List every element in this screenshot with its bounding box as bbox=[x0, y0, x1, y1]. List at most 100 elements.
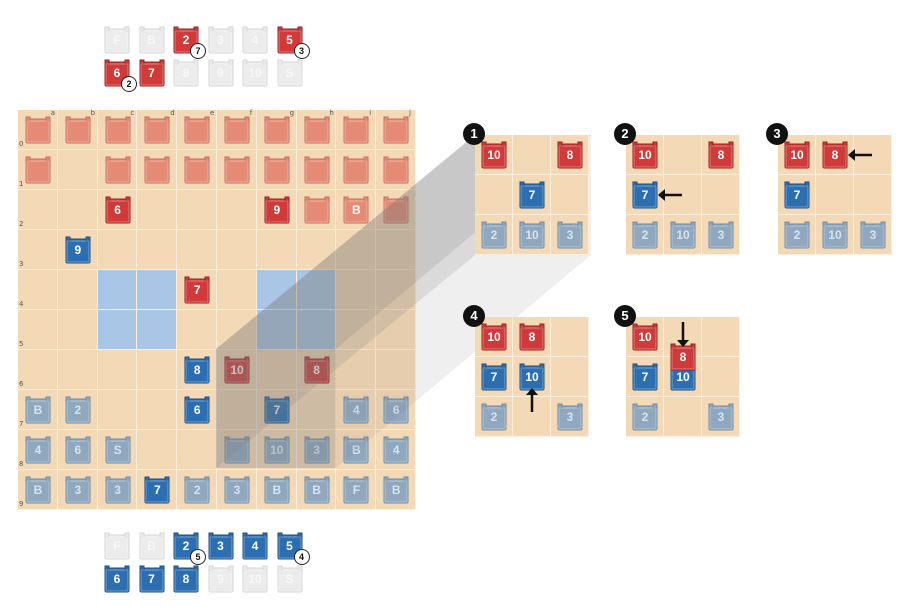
blue-piece-hidden[interactable] bbox=[222, 435, 252, 465]
board-square[interactable] bbox=[217, 190, 257, 230]
lake-square[interactable] bbox=[256, 310, 297, 350]
board-square[interactable] bbox=[137, 350, 178, 390]
blue-piece-4[interactable]: 4 bbox=[381, 435, 411, 465]
board-square[interactable] bbox=[336, 230, 377, 270]
red-piece-hidden[interactable] bbox=[103, 155, 133, 185]
red-piece-hidden[interactable] bbox=[142, 155, 172, 185]
blue-piece-captured-B[interactable]: B bbox=[137, 531, 167, 561]
blue-piece-F[interactable]: F bbox=[341, 475, 371, 505]
red-piece-10[interactable]: 10 bbox=[630, 322, 660, 352]
blue-piece-B[interactable]: B bbox=[23, 475, 53, 505]
lake-square[interactable] bbox=[256, 270, 297, 310]
blue-piece-10[interactable]: 10 bbox=[517, 220, 547, 250]
board-square[interactable] bbox=[97, 350, 138, 390]
board-square[interactable] bbox=[57, 310, 98, 350]
board-square[interactable] bbox=[376, 230, 416, 270]
blue-piece-2[interactable]: 2 bbox=[782, 220, 812, 250]
red-piece-hidden[interactable] bbox=[381, 115, 411, 145]
red-piece-captured-4[interactable]: 4 bbox=[240, 25, 270, 55]
board-square[interactable] bbox=[336, 270, 377, 310]
board-square[interactable] bbox=[137, 430, 178, 470]
board-square[interactable] bbox=[376, 270, 416, 310]
red-piece-hidden[interactable] bbox=[262, 155, 292, 185]
board-square[interactable] bbox=[18, 190, 58, 230]
blue-piece-2[interactable]: 2 bbox=[630, 220, 660, 250]
blue-piece-captured-3[interactable]: 3 bbox=[206, 531, 236, 561]
blue-piece-B[interactable]: B bbox=[381, 475, 411, 505]
board-square[interactable] bbox=[18, 230, 58, 270]
blue-piece-3[interactable]: 3 bbox=[706, 220, 736, 250]
blue-piece-6[interactable]: 6 bbox=[63, 435, 93, 465]
red-piece-captured-8[interactable]: 8 bbox=[171, 58, 201, 88]
blue-piece-9[interactable]: 9 bbox=[63, 235, 93, 265]
red-piece-captured-10[interactable]: 10 bbox=[240, 58, 270, 88]
board-square[interactable] bbox=[97, 390, 138, 430]
board-square[interactable] bbox=[57, 190, 98, 230]
board-square[interactable] bbox=[137, 190, 178, 230]
red-piece-hidden[interactable] bbox=[302, 195, 332, 225]
lake-square[interactable] bbox=[137, 270, 178, 310]
board-square[interactable] bbox=[217, 390, 257, 430]
blue-piece-6[interactable]: 6 bbox=[182, 395, 212, 425]
board-square[interactable] bbox=[18, 310, 58, 350]
red-piece-captured-3[interactable]: 3 bbox=[206, 25, 236, 55]
lake-square[interactable] bbox=[97, 270, 138, 310]
blue-piece-3[interactable]: 3 bbox=[555, 402, 585, 432]
red-piece-hidden[interactable] bbox=[341, 155, 371, 185]
red-piece-hidden[interactable] bbox=[142, 115, 172, 145]
lake-square[interactable] bbox=[137, 310, 178, 350]
blue-piece-3[interactable]: 3 bbox=[555, 220, 585, 250]
board-square[interactable] bbox=[177, 430, 217, 470]
red-piece-6[interactable]: 6 bbox=[103, 195, 133, 225]
red-piece-hidden[interactable] bbox=[302, 115, 332, 145]
blue-piece-captured-10[interactable]: 10 bbox=[240, 564, 270, 594]
board-square[interactable] bbox=[256, 230, 297, 270]
red-piece-10[interactable]: 10 bbox=[479, 140, 509, 170]
blue-piece-6[interactable]: 6 bbox=[381, 395, 411, 425]
board-square[interactable] bbox=[137, 230, 178, 270]
blue-piece-2[interactable]: 2 bbox=[479, 402, 509, 432]
lake-square[interactable] bbox=[97, 310, 138, 350]
red-piece-hidden[interactable] bbox=[63, 115, 93, 145]
board-square[interactable] bbox=[376, 350, 416, 390]
blue-piece-captured-F[interactable]: F bbox=[102, 531, 132, 561]
blue-piece-3[interactable]: 3 bbox=[302, 435, 332, 465]
board-square[interactable] bbox=[57, 350, 98, 390]
blue-piece-captured-9[interactable]: 9 bbox=[206, 564, 236, 594]
red-piece-7[interactable]: 7 bbox=[182, 275, 212, 305]
blue-piece-3[interactable]: 3 bbox=[858, 220, 888, 250]
blue-piece-captured-4[interactable]: 4 bbox=[240, 531, 270, 561]
board-square[interactable] bbox=[97, 230, 138, 270]
board-square[interactable] bbox=[57, 270, 98, 310]
red-piece-hidden[interactable] bbox=[23, 115, 53, 145]
board-square[interactable] bbox=[217, 230, 257, 270]
board-square[interactable] bbox=[57, 150, 98, 190]
blue-piece-2[interactable]: 2 bbox=[479, 220, 509, 250]
board-square[interactable] bbox=[217, 270, 257, 310]
blue-piece-B[interactable]: B bbox=[23, 395, 53, 425]
red-piece-hidden[interactable] bbox=[23, 155, 53, 185]
red-piece-B[interactable]: B bbox=[341, 195, 371, 225]
red-piece-10[interactable]: 10 bbox=[630, 140, 660, 170]
red-piece-captured-9[interactable]: 9 bbox=[206, 58, 236, 88]
red-piece-captured-F[interactable]: F bbox=[102, 25, 132, 55]
board-square[interactable] bbox=[137, 390, 178, 430]
blue-piece-3[interactable]: 3 bbox=[706, 402, 736, 432]
red-piece-10[interactable]: 10 bbox=[479, 322, 509, 352]
blue-piece-B[interactable]: B bbox=[302, 475, 332, 505]
blue-piece-3[interactable]: 3 bbox=[63, 475, 93, 505]
blue-piece-7[interactable]: 7 bbox=[630, 180, 660, 210]
blue-piece-7[interactable]: 7 bbox=[479, 362, 509, 392]
lake-square[interactable] bbox=[296, 310, 337, 350]
blue-piece-captured-6[interactable]: 6 bbox=[102, 564, 132, 594]
board-square[interactable] bbox=[256, 350, 297, 390]
blue-piece-7[interactable]: 7 bbox=[142, 475, 172, 505]
red-piece-captured-7[interactable]: 7 bbox=[137, 58, 167, 88]
blue-piece-2[interactable]: 2 bbox=[182, 475, 212, 505]
red-piece-hidden[interactable] bbox=[381, 155, 411, 185]
blue-piece-7[interactable]: 7 bbox=[782, 180, 812, 210]
blue-piece-7[interactable]: 7 bbox=[262, 395, 292, 425]
board-square[interactable] bbox=[177, 190, 217, 230]
red-piece-hidden[interactable] bbox=[182, 115, 212, 145]
blue-piece-4[interactable]: 4 bbox=[23, 435, 53, 465]
